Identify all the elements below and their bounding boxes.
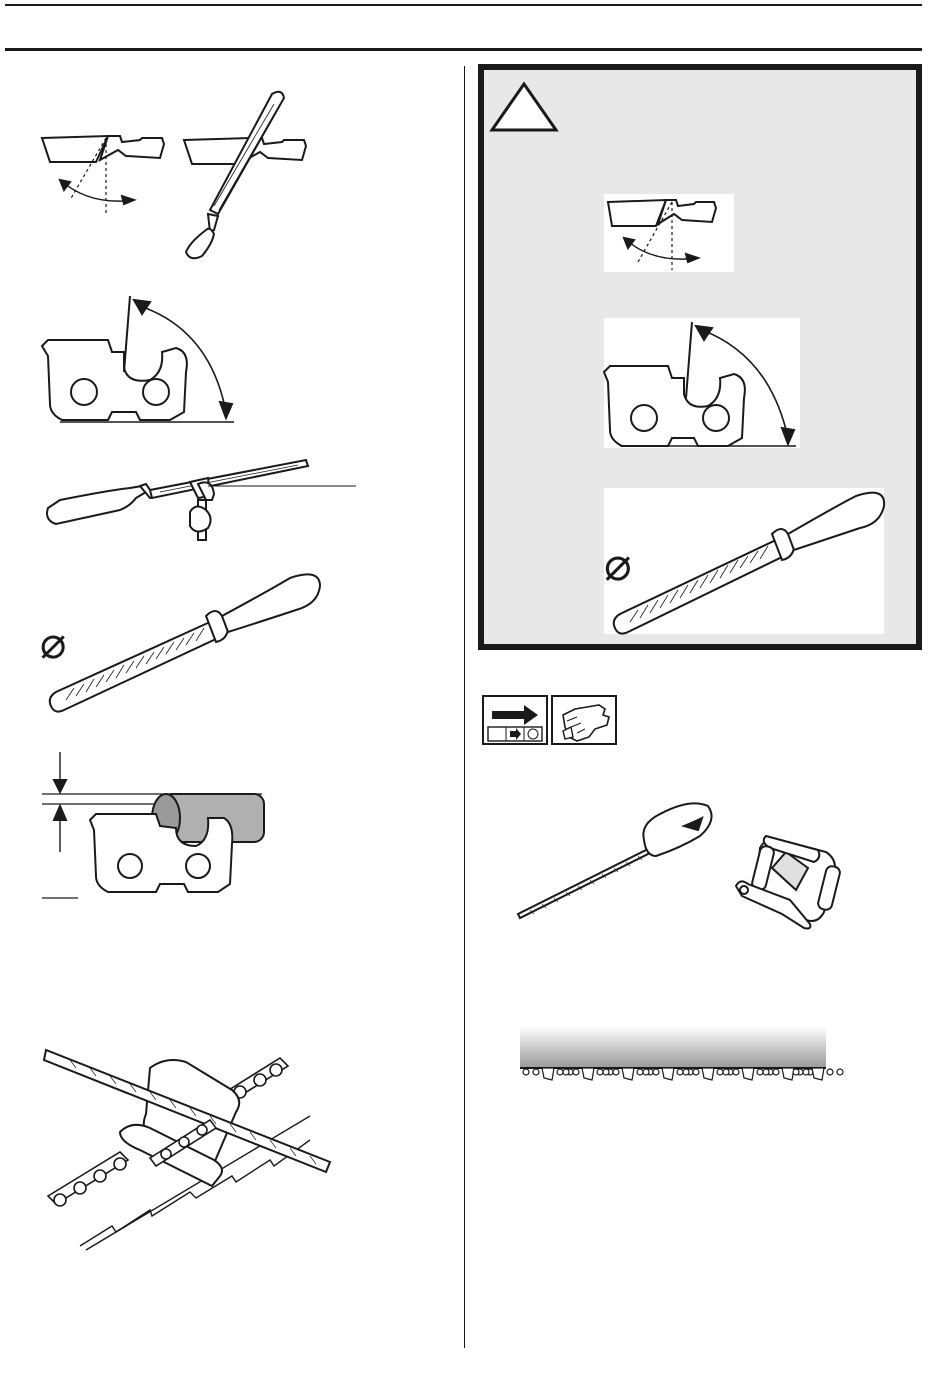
saw-chain-icon: [520, 1026, 843, 1080]
